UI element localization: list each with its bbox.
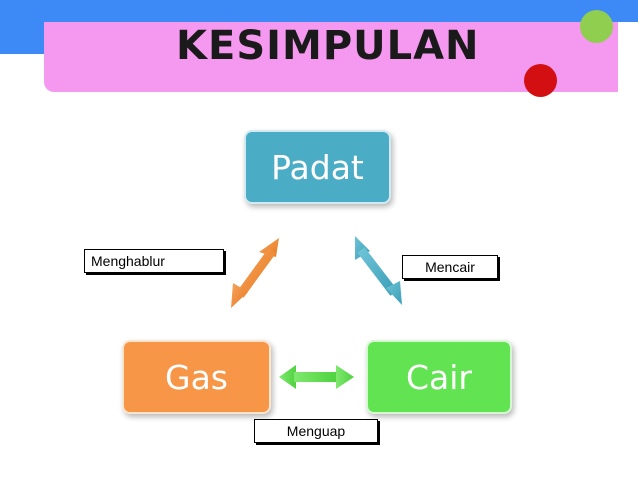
state-gas-box: Gas bbox=[122, 340, 271, 414]
green-dot-decoration bbox=[580, 10, 613, 43]
arrow-gas-padat bbox=[231, 238, 279, 308]
top-band bbox=[0, 0, 638, 22]
state-cair-box: Cair bbox=[366, 340, 512, 414]
state-padat-box: Padat bbox=[244, 130, 391, 204]
state-padat-label: Padat bbox=[271, 147, 364, 187]
left-corner-band bbox=[0, 22, 48, 54]
label-menguap: Menguap bbox=[254, 419, 378, 443]
arrow-gas-cair bbox=[279, 365, 354, 389]
arrow-padat-cair bbox=[355, 236, 402, 305]
red-dot-decoration bbox=[524, 64, 557, 97]
title-banner bbox=[44, 22, 618, 92]
slide-title: KESIMPULAN bbox=[176, 23, 480, 69]
state-gas-label: Gas bbox=[165, 357, 228, 397]
label-mencair: Mencair bbox=[402, 255, 498, 279]
label-menghablur: Menghablur bbox=[84, 249, 224, 273]
state-cair-label: Cair bbox=[406, 357, 472, 397]
